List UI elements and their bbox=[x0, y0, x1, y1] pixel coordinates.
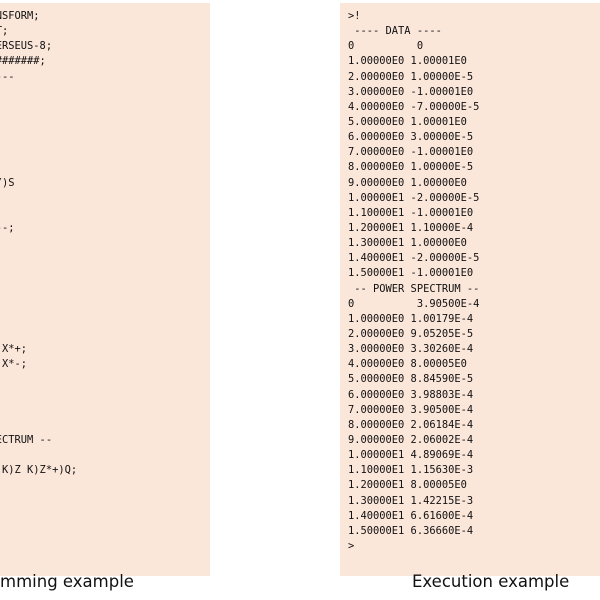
output-line: 1.00000E0 1.00001E0 bbox=[348, 55, 467, 68]
code-line bbox=[0, 236, 77, 251]
code-line: .TXT; bbox=[0, 25, 9, 38]
code-line bbox=[0, 388, 77, 403]
code-line: C L)X*+; bbox=[0, 343, 28, 356]
output-line: 0 3.90500E-4 bbox=[348, 297, 480, 310]
output-line: 2.00000E0 9.05205E-5 bbox=[348, 327, 474, 340]
output-line: 4.00000E0 8.00005E0 bbox=[348, 358, 467, 371]
output-line: 1.10000E1 1.15630E-3 bbox=[348, 464, 474, 477]
output-line: -- POWER SPECTRUM -- bbox=[348, 282, 480, 295]
output-line: 8.00000E0 2.06184E-4 bbox=[348, 418, 474, 431]
code-line bbox=[0, 327, 77, 342]
execution-example-panel: >! ---- DATA ---- 0 0 1.00000E0 1.00001E0 2… bbox=[340, 3, 600, 576]
output-line: 5.00000E0 8.84590E-5 bbox=[348, 373, 474, 386]
output-line: 1.50000E1 6.36660E-4 bbox=[348, 524, 474, 537]
code-line bbox=[0, 403, 77, 418]
code-line: S L)X*-; bbox=[0, 358, 28, 371]
output-line: ---- DATA ---- bbox=[348, 25, 442, 38]
output-line: 1.00000E1 4.89069E-4 bbox=[348, 449, 474, 462]
code-line bbox=[0, 297, 77, 312]
output-line: > bbox=[348, 539, 355, 552]
output-line: 6.00000E0 3.98803E-4 bbox=[348, 388, 474, 401]
code-line bbox=[0, 145, 77, 160]
code-line bbox=[0, 418, 77, 433]
programming-example-panel: TRANSFORM; .TXT; , PERSEUS-8; ##########; A … bbox=[0, 3, 210, 576]
output-line: 1.20000E1 8.00005E0 bbox=[348, 479, 467, 492]
code-line bbox=[0, 282, 77, 297]
output-line: 1.30000E1 1.42215E-3 bbox=[348, 494, 474, 507]
output-line: 1.20000E1 1.10000E-4 bbox=[348, 221, 474, 234]
code-line bbox=[0, 206, 77, 221]
output-line: 5.00000E0 1.00001E0 bbox=[348, 115, 467, 128]
code-line: * M/)S bbox=[0, 176, 15, 189]
output-line: 4.00000E0 -7.00000E-5 bbox=[348, 100, 480, 113]
output-line: 1.50000E1 -1.00001E0 bbox=[348, 267, 474, 280]
code-line bbox=[0, 130, 77, 145]
code-line bbox=[0, 100, 77, 115]
programming-example-caption: mming example bbox=[0, 572, 134, 591]
output-line: 1.30000E1 1.00000E0 bbox=[348, 237, 467, 250]
code-line bbox=[0, 160, 77, 175]
code-line bbox=[0, 191, 77, 206]
output-line: 9.00000E0 2.06002E-4 bbox=[348, 433, 474, 446]
code-line: ----; bbox=[0, 221, 15, 234]
output-line: 0 0 bbox=[348, 40, 424, 53]
output-line: 9.00000E0 1.00000E0 bbox=[348, 176, 467, 189]
code-line bbox=[0, 448, 77, 463]
execution-example-caption: Execution example bbox=[412, 572, 570, 591]
output-line: 3.00000E0 3.30260E-4 bbox=[348, 343, 474, 356]
program-listing: TRANSFORM; .TXT; , PERSEUS-8; ##########; A … bbox=[0, 9, 77, 478]
output-line: 1.00000E0 1.00179E-4 bbox=[348, 312, 474, 325]
code-line bbox=[0, 372, 77, 387]
output-line: 3.00000E0 -1.00001E0 bbox=[348, 85, 474, 98]
output-line: 1.40000E1 6.61600E-4 bbox=[348, 509, 474, 522]
output-line: 7.00000E0 3.90500E-4 bbox=[348, 403, 474, 416]
output-line: 7.00000E0 -1.00001E0 bbox=[348, 146, 474, 159]
code-line: TRANSFORM; bbox=[0, 10, 40, 22]
code-line: ##########; bbox=[0, 55, 46, 68]
output-line: 1.40000E1 -2.00000E-5 bbox=[348, 252, 480, 265]
code-line bbox=[0, 115, 77, 130]
code-line: SPECTRUM -- bbox=[0, 433, 53, 446]
output-line: >! bbox=[348, 10, 361, 22]
code-line bbox=[0, 266, 77, 281]
code-line bbox=[0, 251, 77, 266]
output-line: 6.00000E0 3.00000E-5 bbox=[348, 131, 474, 144]
output-line: 2.00000E0 1.00000E-5 bbox=[348, 70, 474, 83]
output-line: 1.10000E1 -1.00001E0 bbox=[348, 206, 474, 219]
code-line bbox=[0, 85, 77, 100]
code-line bbox=[0, 312, 77, 327]
output-line: 8.00000E0 1.00000E-5 bbox=[348, 161, 474, 174]
code-line: , PERSEUS-8; bbox=[0, 40, 53, 53]
output-line: 1.00000E1 -2.00000E-5 bbox=[348, 191, 480, 204]
code-line: A ---- bbox=[0, 70, 15, 83]
execution-output: >! ---- DATA ---- 0 0 1.00000E0 1.00001E0 2… bbox=[348, 9, 479, 554]
code-line: )Y* K)Z K)Z*+)Q; bbox=[2, 464, 78, 477]
